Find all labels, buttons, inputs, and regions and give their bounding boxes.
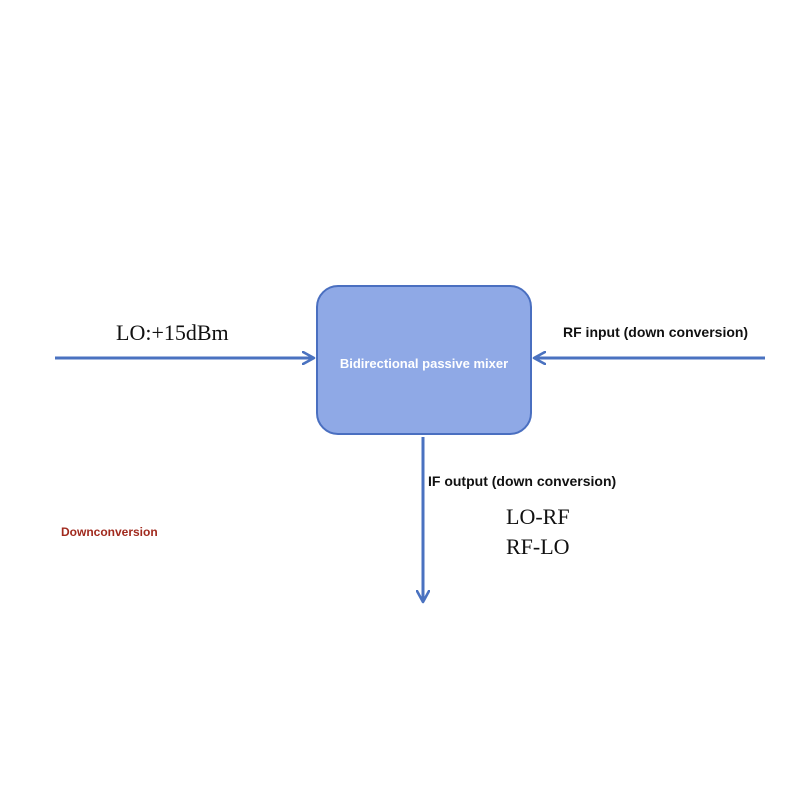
mixer-label: Bidirectional passive mixer (339, 355, 509, 371)
rf-port-label: RF input (down conversion) (563, 324, 749, 340)
mode-label: Downconversion (61, 525, 158, 539)
if-product-list: LO-RF RF-LO (506, 502, 570, 562)
if-product-lo-minus-rf: LO-RF (506, 504, 570, 529)
if-product-rf-minus-lo: RF-LO (506, 534, 570, 559)
if-port-label: IF output (down conversion) (428, 473, 617, 489)
mixer-block: Bidirectional passive mixer (316, 285, 532, 435)
lo-port-label: LO:+15dBm (116, 320, 229, 345)
